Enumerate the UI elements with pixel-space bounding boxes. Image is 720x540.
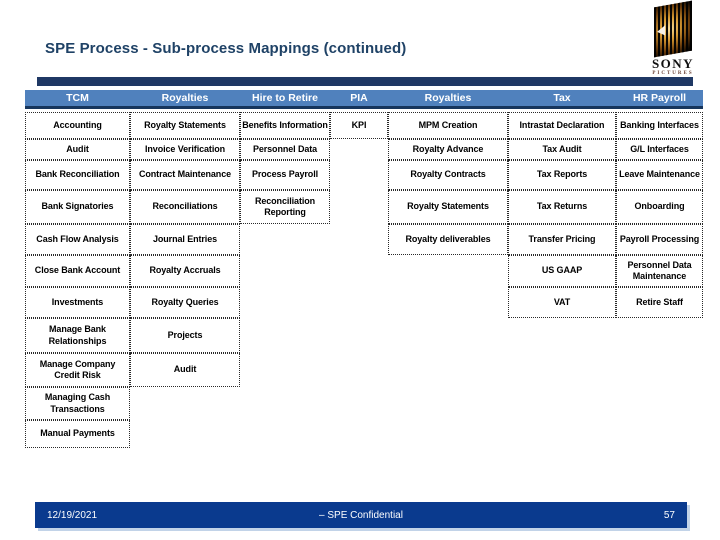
table-cell: Contract Maintenance bbox=[130, 160, 240, 190]
table-cell: Investments bbox=[25, 287, 130, 318]
page-title: SPE Process - Sub-process Mappings (cont… bbox=[45, 40, 407, 57]
footer-page-number: 57 bbox=[663, 509, 675, 521]
table-cell: Audit bbox=[25, 139, 130, 160]
table-cell: Accounting bbox=[25, 112, 130, 139]
process-table-header: TCM Royalties Hire to Retire PIA Royalties Ta… bbox=[25, 90, 703, 109]
table-cell: Bank Reconciliation bbox=[25, 160, 130, 190]
column-header-4: PIA bbox=[350, 92, 368, 104]
column-header-3: Hire to Retire bbox=[252, 92, 318, 104]
column-header-2: Royalties bbox=[161, 92, 209, 104]
table-cell: Tax Reports bbox=[508, 160, 616, 190]
table-cell: Intrastat Declaration bbox=[508, 112, 616, 139]
table-cell: Cash Flow Analysis bbox=[25, 224, 130, 255]
table-cell: MPM Creation bbox=[388, 112, 508, 139]
table-cell: Royalty deliverables bbox=[388, 224, 508, 255]
table-cell: Close Bank Account bbox=[25, 255, 130, 287]
sony-arrow-icon bbox=[657, 25, 665, 37]
table-cell: Personnel Data Maintenance bbox=[616, 255, 703, 287]
table-cell: VAT bbox=[508, 287, 616, 318]
footer-bar: 12/19/2021 – SPE Confidential 57 bbox=[35, 502, 687, 528]
table-cell: Manual Payments bbox=[25, 420, 130, 448]
sony-logo-text: SONY bbox=[651, 56, 695, 71]
column-header-7: HR Payroll bbox=[632, 92, 687, 104]
table-cell: Banking Interfaces bbox=[616, 112, 703, 139]
column-header-5: Royalties bbox=[424, 92, 472, 104]
sony-stripes-icon bbox=[654, 0, 692, 58]
table-cell: Managing Cash Transactions bbox=[25, 387, 130, 420]
table-cell: Reconciliations bbox=[130, 190, 240, 224]
table-cell: Payroll Processing bbox=[616, 224, 703, 255]
table-cell: Tax Audit bbox=[508, 139, 616, 160]
table-cell: Leave Maintenance bbox=[616, 160, 703, 190]
footer-date: 12/19/2021 bbox=[47, 509, 98, 521]
table-cell: US GAAP bbox=[508, 255, 616, 287]
table-cell: Projects bbox=[130, 318, 240, 353]
table-cell: Manage Company Credit Risk bbox=[25, 353, 130, 387]
table-cell: Royalty Queries bbox=[130, 287, 240, 318]
sony-pictures-text: PICTURES bbox=[652, 71, 694, 76]
table-cell: Transfer Pricing bbox=[508, 224, 616, 255]
column-header-6: Tax bbox=[553, 92, 571, 104]
table-cell: Journal Entries bbox=[130, 224, 240, 255]
table-cell: Royalty Statements bbox=[130, 112, 240, 139]
table-cell: Retire Staff bbox=[616, 287, 703, 318]
table-cell: Onboarding bbox=[616, 190, 703, 224]
table-cell: Benefits Information bbox=[240, 112, 330, 139]
table-cell: Invoice Verification bbox=[130, 139, 240, 160]
table-cell: Royalty Statements bbox=[388, 190, 508, 224]
table-cell: Process Payroll bbox=[240, 160, 330, 190]
table-cell: Royalty Contracts bbox=[388, 160, 508, 190]
table-cell: Audit bbox=[130, 353, 240, 387]
table-cell: Royalty Accruals bbox=[130, 255, 240, 287]
table-cell: Royalty Advance bbox=[388, 139, 508, 160]
title-divider-bar bbox=[37, 77, 693, 86]
footer-confidential: – SPE Confidential bbox=[319, 509, 403, 521]
table-cell: Personnel Data bbox=[240, 139, 330, 160]
sony-pictures-logo: SONY PICTURES bbox=[641, 0, 705, 77]
table-cell: G/L Interfaces bbox=[616, 139, 703, 160]
column-header-1: TCM bbox=[66, 92, 89, 104]
table-cell: KPI bbox=[330, 112, 388, 139]
table-cell: Manage Bank Relationships bbox=[25, 318, 130, 353]
table-cell: Reconciliation Reporting bbox=[240, 190, 330, 224]
table-cell: Bank Signatories bbox=[25, 190, 130, 224]
table-cell: Tax Returns bbox=[508, 190, 616, 224]
